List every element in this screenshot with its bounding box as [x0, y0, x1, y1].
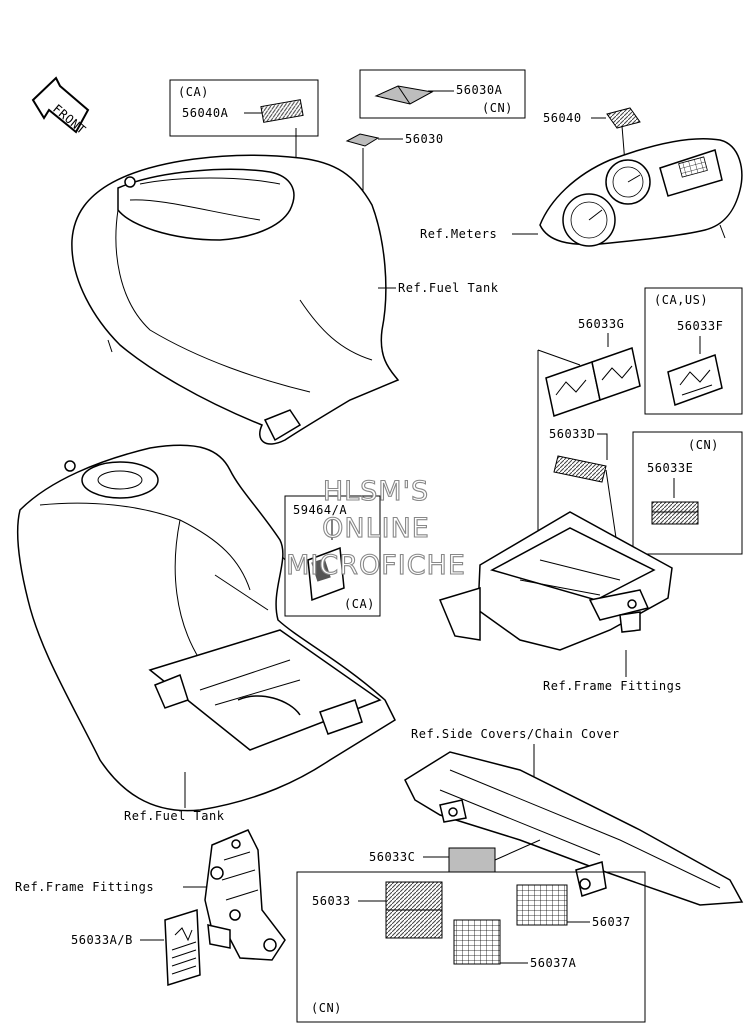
- callout-cn-top: (CN): [482, 101, 513, 115]
- callout-56033E: 56033E: [647, 461, 693, 475]
- callout-56040A: 56040A: [182, 106, 229, 120]
- watermark-line-2: ONLINE: [322, 513, 430, 544]
- callout-59464A: 59464/A: [293, 503, 347, 517]
- frame-bracket: [204, 829, 286, 961]
- cn-box-bottom: [296, 871, 646, 1023]
- callout-56040: 56040: [543, 111, 582, 125]
- decal-56033C: [448, 847, 496, 873]
- decal-56033D: [553, 455, 607, 483]
- callout-ref-fuel-tank-bottom: Ref.Fuel Tank: [124, 809, 225, 823]
- decal-56037A: [453, 919, 501, 965]
- ca-box-top: [169, 79, 319, 137]
- decal-56033G-b: [591, 347, 641, 401]
- callout-ref-frame-fittings-right: Ref.Frame Fittings: [543, 679, 682, 693]
- callout-ref-fuel-tank-top: Ref.Fuel Tank: [398, 281, 499, 295]
- callout-56030: 56030: [405, 132, 444, 146]
- callout-ref-side-covers: Ref.Side Covers/Chain Cover: [411, 727, 620, 741]
- cn-box-top: [359, 69, 526, 119]
- fuel-tank-bottom: [16, 444, 396, 812]
- callout-56030A: 56030A: [456, 83, 503, 97]
- callout-56033C: 56033C: [369, 850, 415, 864]
- callout-56033D: 56033D: [549, 427, 595, 441]
- battery-tray: [438, 511, 673, 651]
- callout-56033AB: 56033A/B: [71, 933, 133, 947]
- callout-ca-top: (CA): [178, 85, 209, 99]
- callout-56037: 56037: [592, 915, 631, 929]
- meter-cluster: [539, 137, 743, 247]
- front-arrow-icon: FRONT: [31, 76, 90, 137]
- decal-56040: [606, 107, 641, 129]
- callout-56037A: 56037A: [530, 956, 577, 970]
- decal-56030: [345, 133, 380, 147]
- decal-56033F: [667, 354, 723, 406]
- decal-56033E: [651, 501, 699, 525]
- callout-ca-us: (CA,US): [654, 293, 708, 307]
- fuel-tank-top: [71, 154, 400, 445]
- callout-56033: 56033: [312, 894, 351, 908]
- ca-box-mid: [284, 495, 381, 617]
- chain-cover: [404, 751, 744, 906]
- callout-cn-bottom: (CN): [311, 1001, 342, 1015]
- watermark-line-3: MICROFICHE: [286, 550, 466, 581]
- callout-ref-meters: Ref.Meters: [420, 227, 497, 241]
- callout-ca-mid: (CA): [344, 597, 375, 611]
- watermark-line-1: HLSM'S: [323, 476, 429, 507]
- cn-box-mid: [632, 431, 743, 555]
- callout-56033G: 56033G: [578, 317, 624, 331]
- decal-56033AB: [164, 908, 201, 987]
- decal-56040A: [260, 99, 304, 123]
- ca-us-box: [644, 287, 743, 415]
- decal-56037: [516, 884, 568, 926]
- callout-cn-mid: (CN): [688, 438, 719, 452]
- callout-ref-frame-fittings-left: Ref.Frame Fittings: [15, 880, 154, 894]
- callout-56033F: 56033F: [677, 319, 723, 333]
